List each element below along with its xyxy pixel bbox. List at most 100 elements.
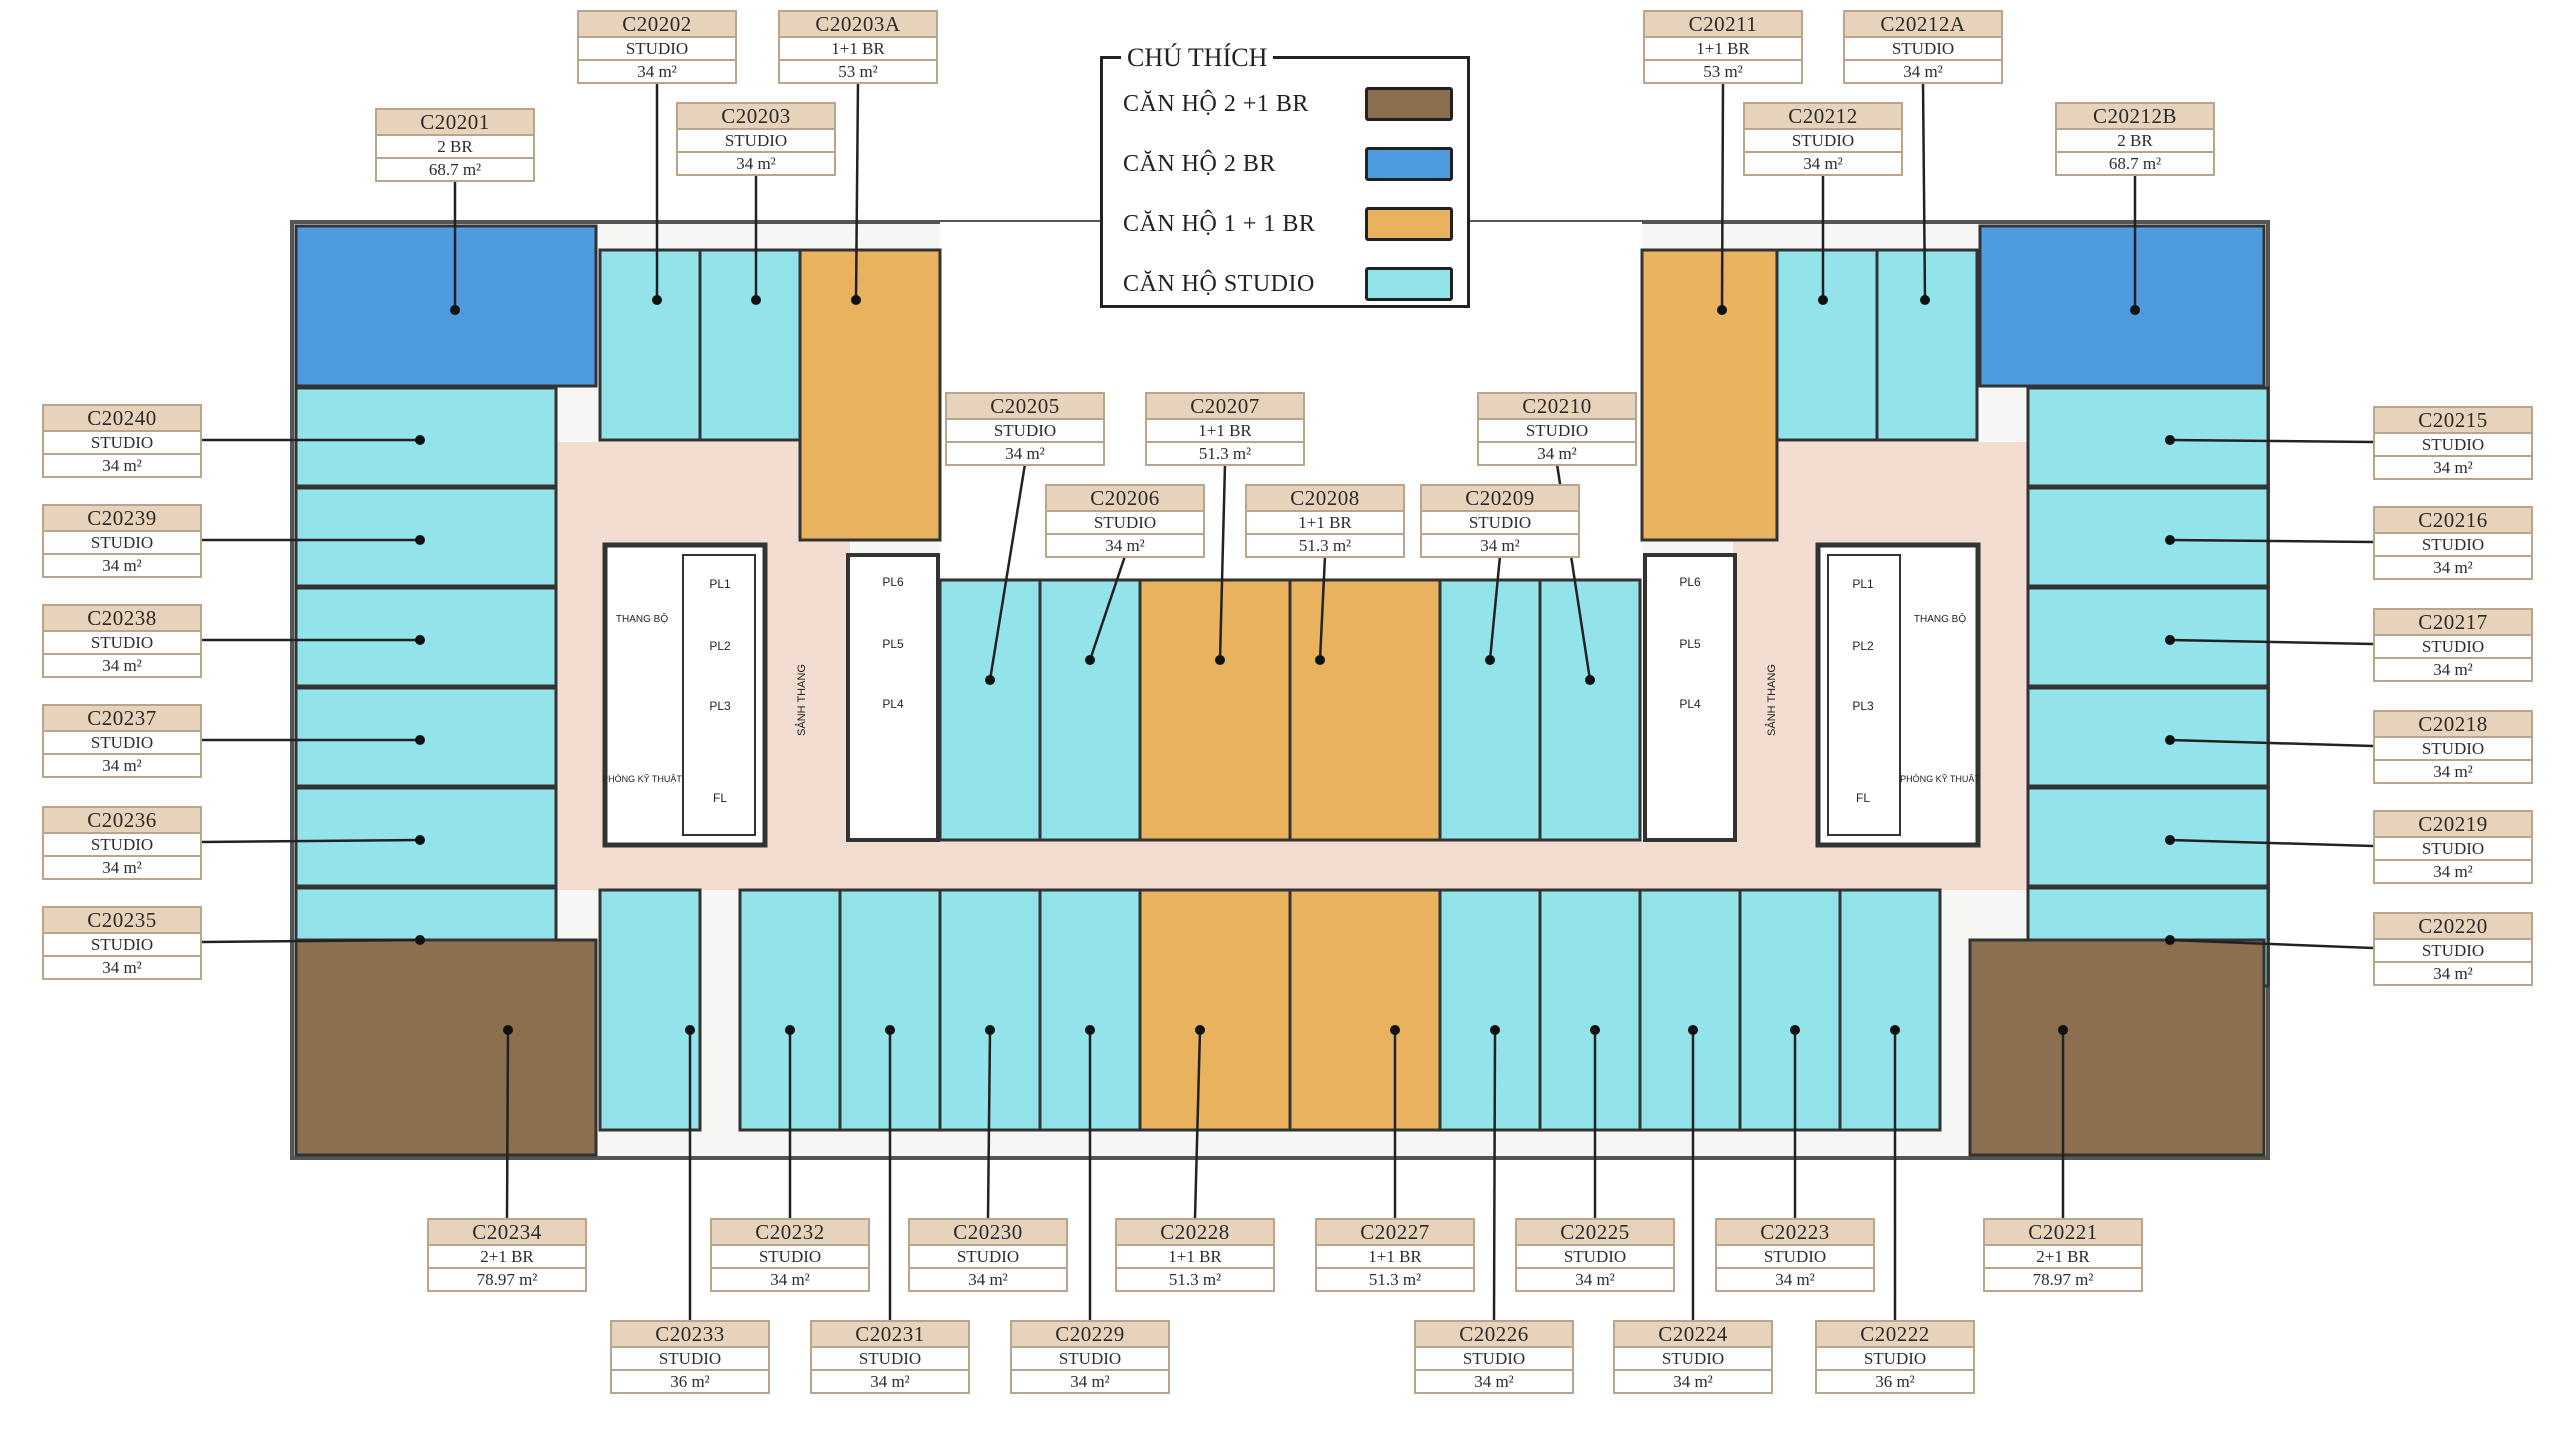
unit-type: STUDIO (712, 1246, 868, 1269)
unit-code: C20218 (2375, 712, 2531, 738)
unit-code: C20229 (1012, 1322, 1168, 1348)
unit-type: STUDIO (1615, 1348, 1771, 1371)
unit-type: STUDIO (947, 420, 1103, 443)
legend-row-2plus1: CĂN HỘ 2 +1 BR (1123, 85, 1453, 125)
lift-pl3-left: PL3 (709, 699, 731, 713)
unit-block-bottom-0 (598, 888, 702, 1132)
lift-pl2-left: PL2 (709, 639, 731, 653)
unit-area: 34 m² (1480, 536, 1520, 555)
unit-code: C20237 (44, 706, 200, 732)
lift-pl2-right: PL2 (1852, 639, 1874, 653)
unit-block-c20202 (598, 248, 702, 442)
leader-line (1488, 555, 1502, 661)
legend-row-studio: CĂN HỘ STUDIO (1123, 265, 1453, 305)
leader-dot (1790, 1025, 1800, 1035)
unit-type: 1+1 BR (780, 38, 936, 61)
unit-block-bottom-6 (1538, 888, 1642, 1132)
unit-code: C20227 (1317, 1220, 1473, 1246)
unit-block-bottom-8 (1738, 888, 1842, 1132)
legend-row-2br: CĂN HỘ 2 BR (1123, 145, 1453, 185)
unit-area: 34 m² (102, 556, 142, 575)
unit-block-left-3 (294, 686, 558, 788)
unit-type: 1+1 BR (1247, 512, 1403, 535)
tech-label-left: PHÒNG KỸ THUẬT (602, 774, 682, 784)
leader-dot (985, 675, 995, 685)
leader-line (2169, 638, 2374, 646)
unit-type: STUDIO (2375, 534, 2531, 557)
leader-dot (1490, 1025, 1500, 1035)
unit-type: 1+1 BR (1117, 1246, 1273, 1269)
leader-dot (885, 1025, 895, 1035)
unit-code: C20228 (1117, 1220, 1273, 1246)
unit-type: STUDIO (1012, 1348, 1168, 1371)
unit-type: STUDIO (910, 1246, 1066, 1269)
unit-code: C20231 (812, 1322, 968, 1348)
top-units (294, 224, 2266, 542)
unit-area: 34 m² (1005, 444, 1045, 463)
unit-code: C20215 (2375, 408, 2531, 434)
leader-dot (1585, 675, 1595, 685)
leader-dot (2165, 435, 2175, 445)
unit-type: STUDIO (1416, 1348, 1572, 1371)
unit-area: 68.7 m² (2108, 154, 2162, 173)
legend-swatch-1plus1 (1365, 207, 1453, 241)
unit-type: STUDIO (44, 632, 200, 655)
unit-code: C20226 (1416, 1322, 1572, 1348)
unit-type: STUDIO (1845, 38, 2001, 61)
unit-code: C20233 (612, 1322, 768, 1348)
leader-line (2169, 538, 2374, 544)
leader-line (2169, 838, 2374, 848)
leader-dot (1688, 1025, 1698, 1035)
unit-area: 34 m² (102, 858, 142, 877)
legend-row-1plus1: CĂN HỘ 1 + 1 BR (1123, 205, 1453, 245)
lift-pl4-left: PL4 (882, 697, 904, 711)
unit-block-bottom-7 (1638, 888, 1742, 1132)
unit-code: C20239 (44, 506, 200, 532)
unit-area: 34 m² (1105, 536, 1145, 555)
unit-area: 34 m² (1803, 154, 1843, 173)
unit-code: C20209 (1422, 486, 1578, 512)
unit-area: 34 m² (1673, 1372, 1713, 1391)
legend-label: CĂN HỘ 2 +1 BR (1123, 91, 1309, 117)
left-units (294, 386, 558, 988)
unit-block-c20209 (1438, 578, 1542, 842)
leader-dot (450, 305, 460, 315)
unit-code: C20202 (579, 12, 735, 38)
unit-block-c20227 (1288, 888, 1442, 1132)
unit-block-c20205 (938, 578, 1042, 842)
unit-area: 34 m² (1537, 444, 1577, 463)
unit-block-c20211 (1640, 248, 1779, 542)
unit-code: C20212A (1845, 12, 2001, 38)
right-units (2026, 386, 2270, 988)
unit-type: STUDIO (2375, 738, 2531, 761)
unit-type: STUDIO (2375, 940, 2531, 963)
unit-type: STUDIO (2375, 636, 2531, 659)
unit-type: STUDIO (1717, 1246, 1873, 1269)
unit-type: STUDIO (579, 38, 735, 61)
unit-block-right-0 (2026, 386, 2270, 488)
unit-code: C20211 (1645, 12, 1801, 38)
leader-dot (1085, 655, 1095, 665)
unit-type: STUDIO (1479, 420, 1635, 443)
leader-dot (415, 835, 425, 845)
leader-dot (415, 935, 425, 945)
unit-area: 34 m² (1070, 1372, 1110, 1391)
unit-block-c20234 (294, 938, 598, 1157)
